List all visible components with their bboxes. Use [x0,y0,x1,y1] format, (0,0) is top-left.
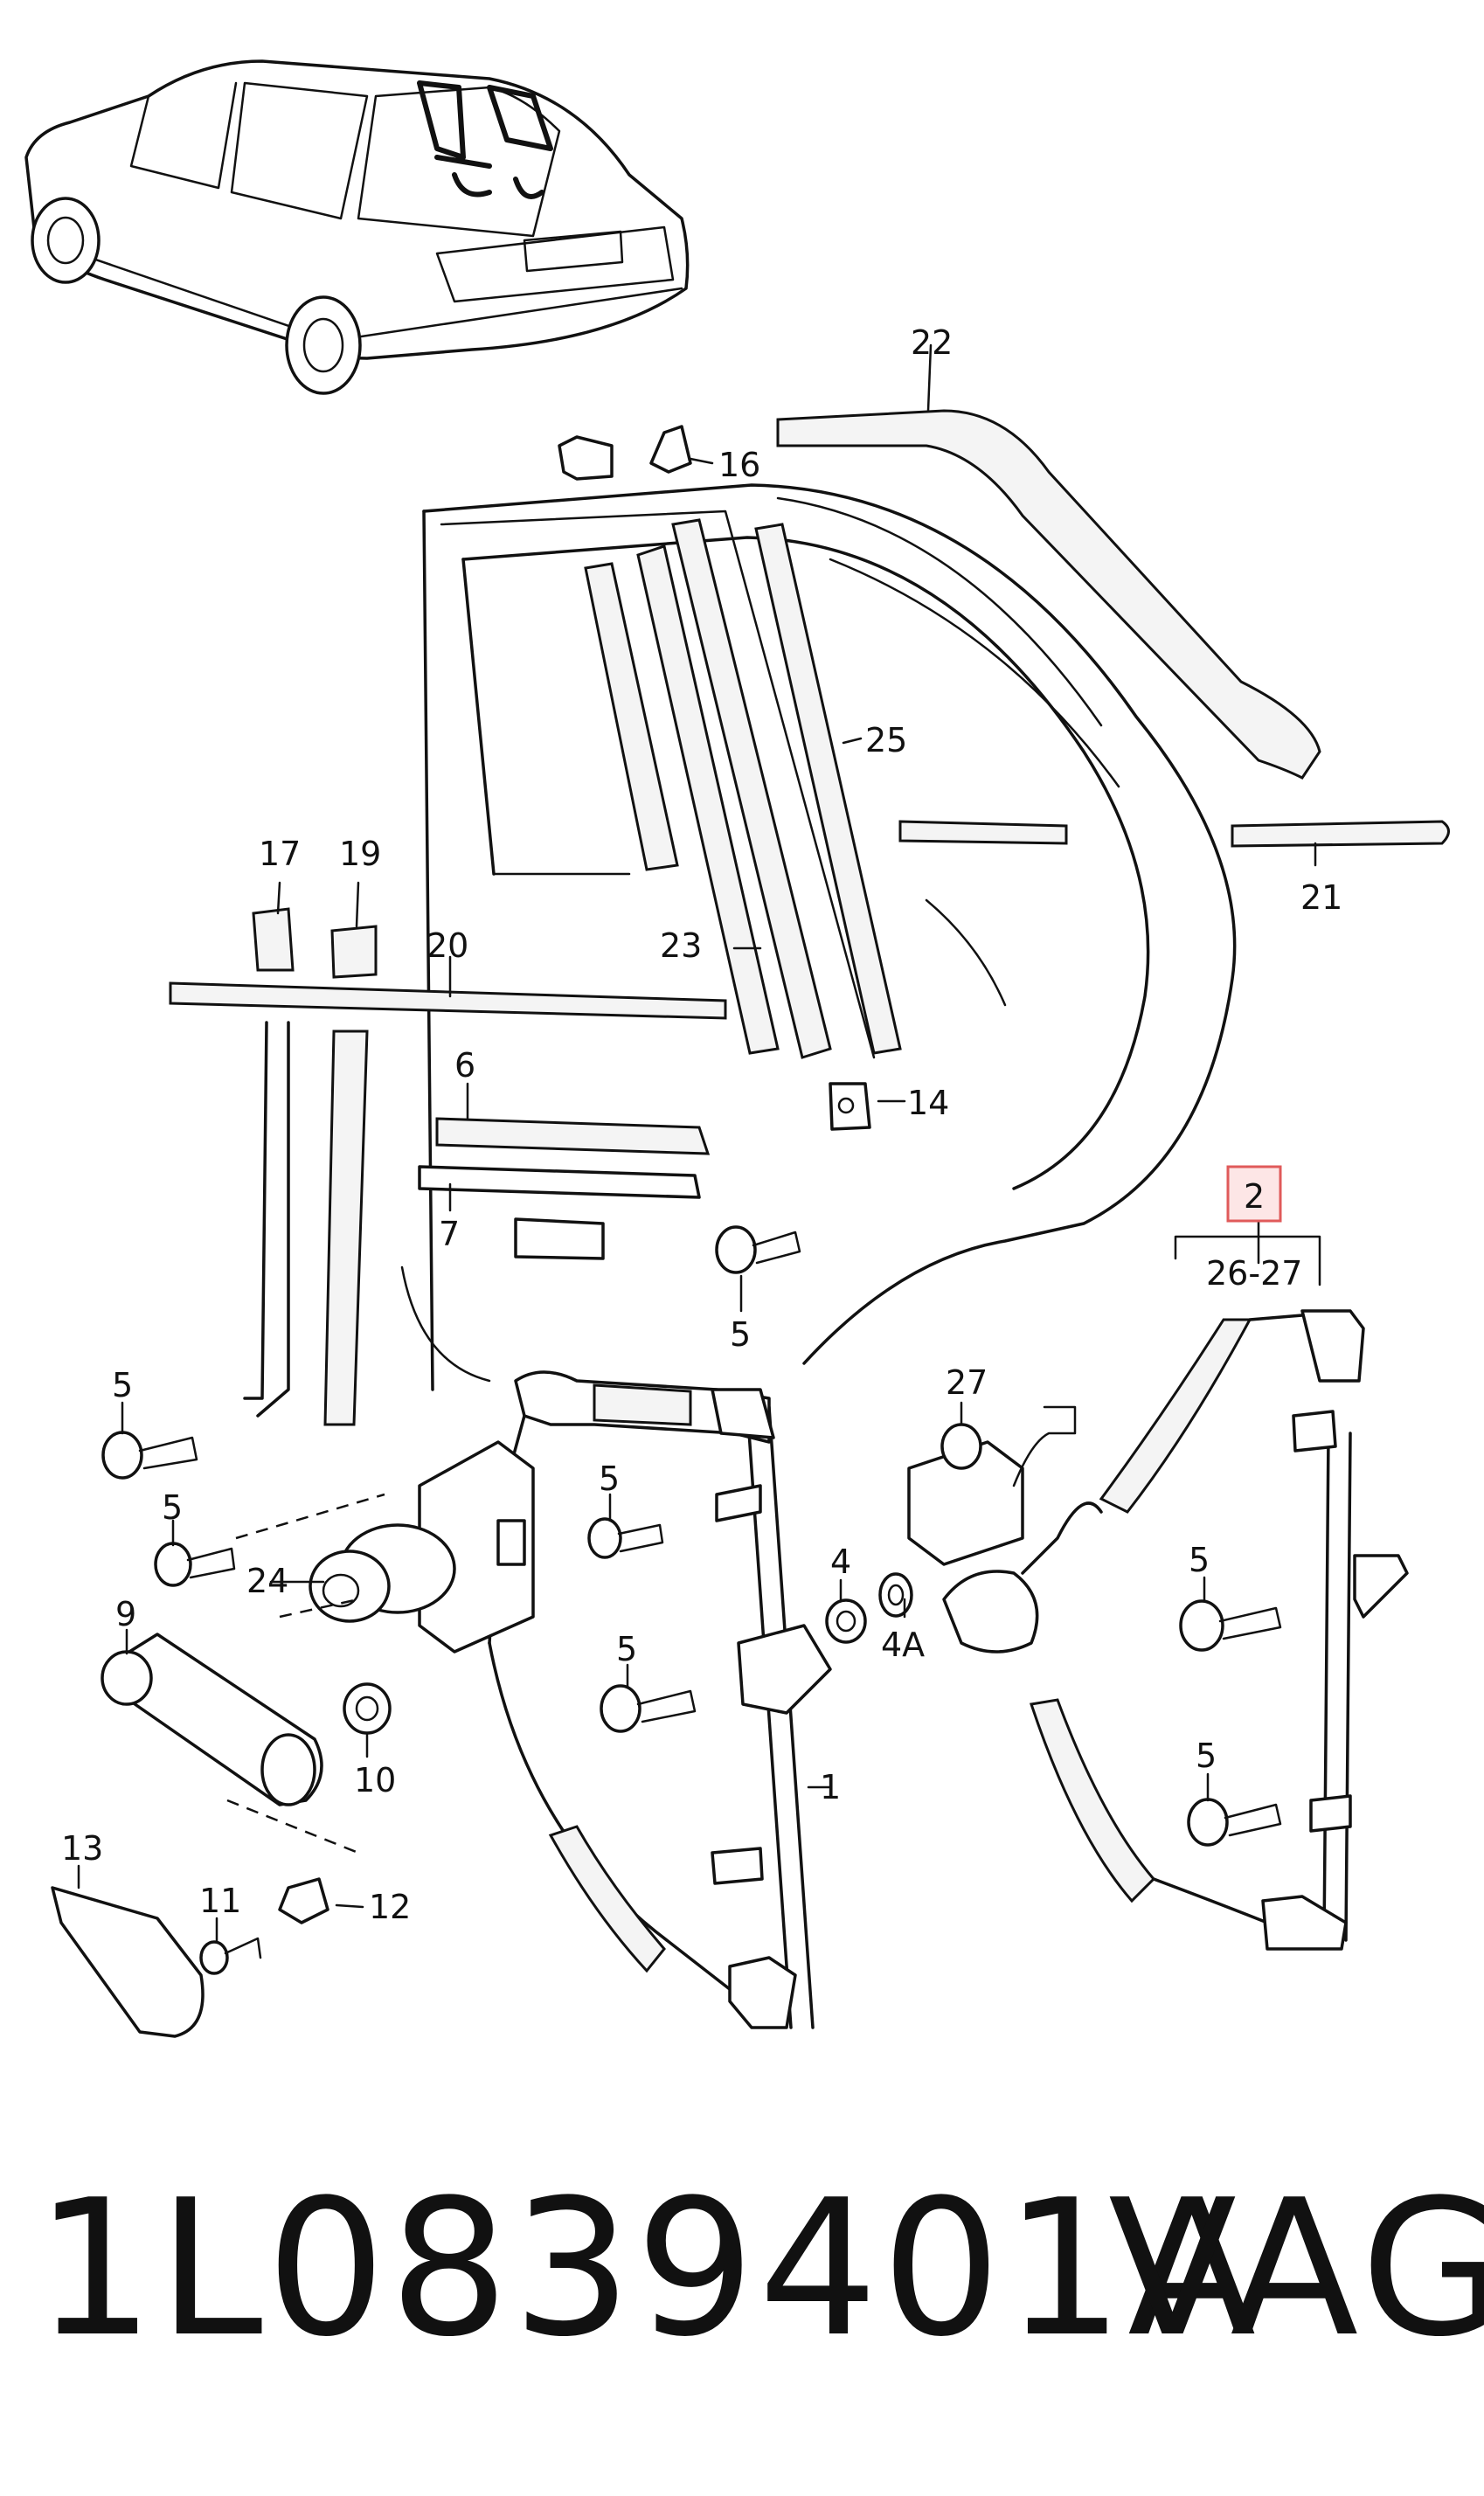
callout-25: 25 [865,721,907,759]
callout-21: 21 [1300,878,1342,917]
window-regulator-electric [1030,1309,1409,1951]
callout-13: 13 [61,1829,103,1868]
clip-12 [278,1877,329,1924]
callout-22: 22 [911,323,953,362]
channel-19 [323,925,378,1426]
washer-4a [878,1572,913,1618]
run-channel-23 [584,518,832,1059]
bolt-5-g [1187,1798,1282,1847]
callout-14: 14 [907,1084,949,1122]
callout-7: 7 [439,1215,460,1253]
nut-4 [825,1598,867,1644]
door-frame [400,483,1237,1391]
callout-19: 19 [339,835,381,873]
screw-11 [199,1937,262,1975]
callout-10: 10 [354,1761,396,1799]
callout-20: 20 [426,926,468,965]
callout-5-f: 5 [1189,1541,1210,1579]
callout-5-g: 5 [1196,1737,1217,1775]
callout-5-d: 5 [599,1459,620,1498]
callout-4a: 4A [881,1626,925,1664]
callout-5-b: 5 [162,1488,183,1527]
seal-22 [776,409,1321,780]
callout-26-27: 26-27 [1206,1254,1302,1293]
trim-cover-13 [51,1886,205,2038]
callout-17: 17 [259,835,301,873]
bolt-5-e [600,1684,697,1733]
motor-27 [907,1405,1103,1654]
car-illustration [24,59,690,395]
part-number: 1L0839401A [35,2159,1260,2378]
callout-24: 24 [246,1562,288,1600]
bolt-5-c [715,1225,801,1274]
callout-2-highlight [1226,1165,1282,1223]
regulator-drive-24 [235,1440,535,1654]
washer-10 [343,1682,392,1735]
guide-7 [418,1165,701,1260]
seal-21 [898,820,1450,848]
callout-16: 16 [718,446,760,484]
callout-1: 1 [820,1768,841,1806]
callout-2: 2 [1244,1177,1265,1216]
bolt-5-f [1179,1599,1282,1652]
guide-6 [435,1117,711,1155]
callout-4: 4 [830,1543,851,1581]
callout-11: 11 [199,1882,241,1920]
bolt-group [101,1225,1282,1847]
clip-16 [558,425,692,481]
callout-27: 27 [946,1363,988,1402]
run-channel-25 [440,510,902,1059]
bolt-5-a [101,1431,198,1480]
callout-labels: 22 16 25 21 17 19 20 23 6 7 14 5 5 5 5 5… [61,323,1342,1926]
window-regulator-manual [488,1370,832,2029]
callout-12: 12 [369,1888,411,1926]
bracket-14 [829,1082,871,1131]
brand-label: VAG [1108,2159,1484,2378]
callout-9: 9 [115,1595,136,1633]
crank-handle-9 [101,1633,359,1855]
callout-5-e: 5 [616,1630,637,1668]
callout-5-a: 5 [112,1366,133,1404]
callout-6: 6 [454,1046,475,1085]
channel-17 [243,907,295,1418]
bolt-5-d [587,1517,664,1559]
callout-23: 23 [660,926,702,965]
callout-5-c: 5 [730,1315,751,1354]
bolt-5-b [154,1542,236,1587]
seal-20 [169,981,727,1020]
